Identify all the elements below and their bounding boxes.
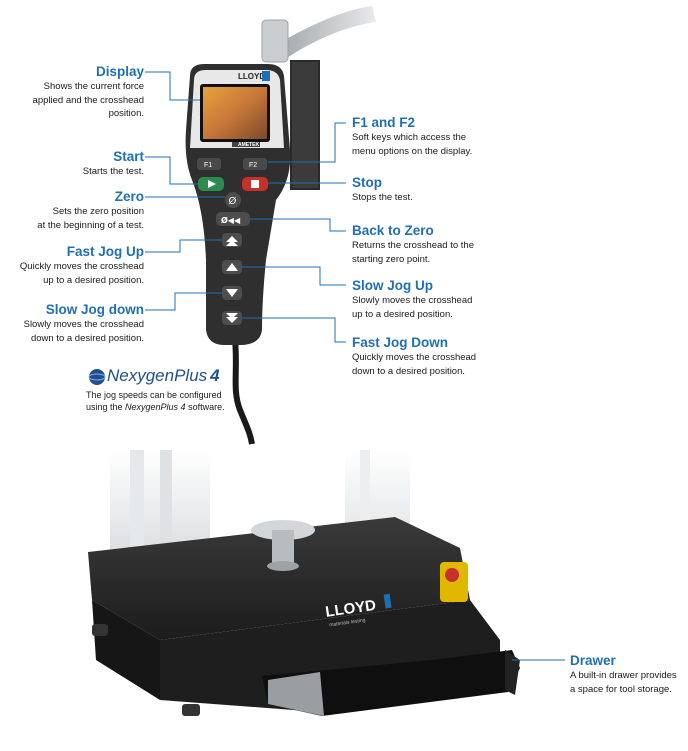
emergency-stop-button[interactable]	[445, 568, 459, 582]
callout-zero-title: Zero	[114, 189, 144, 204]
callout-stop-title: Stop	[352, 175, 382, 190]
test-machine: LLOYD materials testing	[88, 450, 520, 716]
callout-display-desc: Shows the current force applied and the …	[32, 81, 144, 119]
stop-square-icon	[251, 180, 259, 188]
zero-button[interactable]	[225, 192, 241, 208]
callout-leaders	[145, 71, 565, 661]
callout-fast-jog-down: Fast Jog Down Quickly moves the crosshea…	[352, 335, 522, 378]
callout-drawer-desc: A built-in drawer provides a space for t…	[570, 670, 677, 695]
callout-slow-jog-up: Slow Jog Up Slowly moves the crosshead u…	[352, 278, 522, 321]
callout-f1-f2: F1 and F2 Soft keys which access the men…	[352, 115, 522, 158]
emergency-stop-housing	[440, 562, 468, 602]
callout-back-to-zero: Back to Zero Returns the crosshead to th…	[352, 223, 522, 266]
nexygen-desc-line2-prefix: using the	[86, 402, 126, 412]
play-icon	[208, 180, 216, 188]
up-arrow-icon	[226, 263, 238, 271]
back-to-zero-button[interactable]	[216, 212, 250, 226]
handset-keys: F1 F2 Ø Ø◀◀	[197, 158, 268, 325]
callout-fast-jog-up: Fast Jog Up Quickly moves the crosshead …	[0, 244, 144, 287]
nexygen-desc-line1: The jog speeds can be configured	[86, 390, 222, 400]
callout-slow-jog-up-title: Slow Jog Up	[352, 278, 433, 293]
nexygen-globe-icon	[88, 368, 106, 385]
callout-start-title: Start	[113, 149, 144, 164]
callout-fast-jog-down-title: Fast Jog Down	[352, 335, 449, 350]
machine-brand-subtitle: materials testing	[329, 617, 366, 628]
zero-icon: Ø	[229, 195, 237, 207]
double-up-arrow-icon	[226, 236, 238, 246]
nexygen-description: The jog speeds can be configured using th…	[86, 389, 225, 413]
callout-f1-f2-title: F1 and F2	[352, 115, 416, 130]
callout-start: Start Starts the test.	[0, 149, 144, 179]
callout-slow-jog-down: Slow Jog down Slowly moves the crosshead…	[0, 302, 144, 345]
callout-zero: Zero Sets the zero position at the begin…	[0, 189, 144, 232]
callout-start-desc: Starts the test.	[82, 166, 144, 177]
f2-key-label: F2	[249, 162, 257, 169]
callout-slow-jog-down-title: Slow Jog down	[45, 302, 144, 317]
callout-back-to-zero-desc: Returns the crosshead to the starting ze…	[352, 240, 474, 265]
callout-slow-jog-down-desc: Slowly moves the crosshead down to a des…	[23, 319, 144, 344]
foot	[92, 624, 108, 636]
callout-drawer-title: Drawer	[570, 653, 616, 668]
callout-zero-desc: Sets the zero position at the beginning …	[37, 206, 144, 231]
drawer-slide	[268, 672, 324, 716]
double-down-arrow-icon	[226, 313, 238, 323]
f1-key[interactable]	[197, 158, 221, 170]
display-screen	[203, 87, 267, 139]
callout-drawer: Drawer A built-in drawer provides a spac…	[570, 653, 685, 696]
nexygen-desc-line2-italic: NexygenPlus 4	[125, 402, 186, 412]
callout-fast-jog-up-title: Fast Jog Up	[66, 244, 144, 259]
callout-f1-f2-desc: Soft keys which access the menu options …	[352, 132, 473, 157]
mounting-arm	[261, 6, 376, 190]
machine-brand-logo: LLOYD	[324, 597, 377, 621]
handset-cable	[232, 339, 255, 445]
ametek-label: AMETEK	[238, 142, 260, 148]
callout-display: Display Shows the current force applied …	[0, 64, 144, 121]
callout-fast-jog-up-desc: Quickly moves the crosshead up to a desi…	[19, 261, 144, 286]
foot	[182, 704, 200, 716]
back-to-zero-icon: Ø◀◀	[221, 215, 241, 225]
callout-stop-desc: Stops the test.	[352, 192, 413, 203]
callout-back-to-zero-title: Back to Zero	[352, 223, 434, 238]
callout-fast-jog-down-desc: Quickly moves the crosshead down to a de…	[352, 352, 477, 377]
callout-slow-jog-up-desc: Slowly moves the crosshead up to a desir…	[352, 295, 473, 320]
nexygen-logo-text: NexygenPlus	[107, 366, 208, 385]
handset-brand: LLOYD	[238, 72, 265, 81]
callout-stop: Stop Stops the test.	[352, 175, 522, 205]
f2-key[interactable]	[243, 158, 267, 170]
drawer[interactable]	[262, 650, 520, 716]
down-arrow-icon	[226, 289, 238, 297]
f1-key-label: F1	[204, 162, 212, 169]
callout-display-title: Display	[95, 64, 144, 79]
nexygen-logo-version: 4	[210, 366, 220, 385]
nexygen-desc-line2-suffix: software.	[185, 402, 225, 412]
base-top	[88, 517, 470, 640]
